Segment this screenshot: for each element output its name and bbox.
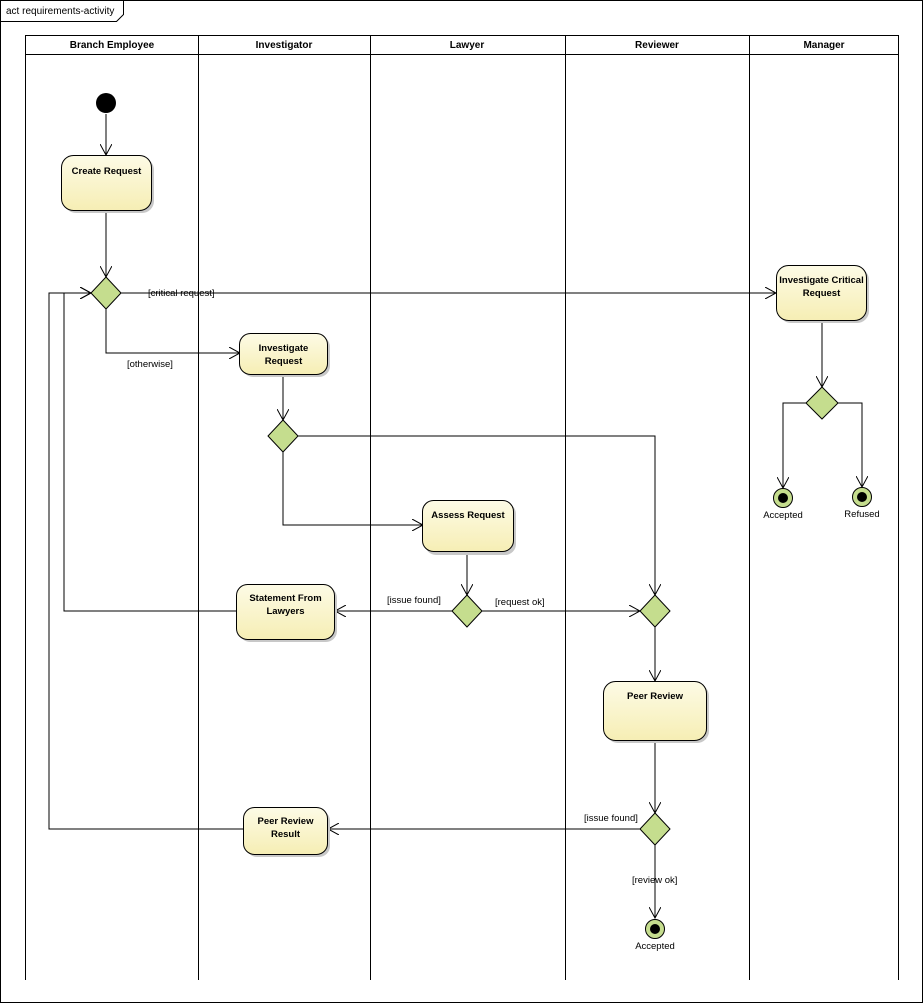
- decision-critical-or-otherwise[interactable]: [90, 276, 122, 310]
- action-statement-from-lawyers[interactable]: Statement From Lawyers: [236, 584, 338, 643]
- action-label: Request: [803, 288, 841, 299]
- decision-nodes: [90, 276, 839, 846]
- action-peer-review[interactable]: Peer Review: [603, 681, 710, 744]
- lane-title-lawyer: Lawyer: [450, 40, 485, 51]
- action-label: Peer Review: [627, 691, 684, 702]
- guard-review-ok: [review ok]: [632, 875, 677, 886]
- swimlanes: Branch Employee Investigator Lawyer Revi…: [25, 35, 899, 980]
- final-label-reviewer-accepted: Accepted: [635, 941, 675, 952]
- action-create-request[interactable]: Create Request: [61, 155, 155, 214]
- guard-request-ok: [request ok]: [495, 597, 545, 608]
- guard-issue-found-lawyer: [issue found]: [387, 595, 441, 606]
- action-label: Request: [265, 356, 303, 367]
- final-node-reviewer-accepted[interactable]: [645, 919, 665, 939]
- guard-critical-request: [critical request]: [148, 288, 215, 299]
- guard-otherwise: [otherwise]: [127, 359, 173, 370]
- flow-manager-refused: [838, 402, 862, 487]
- action-label: Result: [271, 829, 301, 840]
- decision-investigation-outcome[interactable]: [267, 419, 299, 453]
- control-flows: [48, 114, 862, 918]
- final-node-manager-refused[interactable]: [852, 487, 872, 507]
- action-peer-review-result[interactable]: Peer Review Result: [243, 807, 331, 858]
- flow-manager-accepted: [783, 402, 806, 488]
- action-investigate-request[interactable]: Investigate Request: [239, 333, 331, 378]
- flow-otherwise: [105, 309, 240, 353]
- flow-to-assess-request: [282, 452, 423, 525]
- decision-manager-outcome[interactable]: [805, 386, 839, 420]
- frame-title: act requirements-activity: [6, 6, 114, 17]
- flow-to-reviewer-merge: [298, 435, 655, 595]
- action-label: Peer Review: [258, 816, 315, 827]
- action-label: Investigate Critical: [779, 275, 863, 286]
- decision-review-outcome[interactable]: [639, 812, 671, 846]
- guard-issue-found-reviewer: [issue found]: [584, 813, 638, 824]
- flow-result-loop-back: [48, 293, 243, 830]
- action-label: Statement From: [249, 593, 321, 604]
- action-investigate-critical-request[interactable]: Investigate Critical Request: [776, 265, 870, 324]
- initial-node[interactable]: [96, 93, 116, 113]
- final-label-manager-accepted: Accepted: [763, 510, 803, 521]
- final-node-manager-accepted[interactable]: [773, 488, 793, 508]
- final-label-manager-refused: Refused: [844, 509, 879, 520]
- action-label: Lawyers: [266, 606, 304, 617]
- action-label: Assess Request: [431, 510, 505, 521]
- lane-title-reviewer: Reviewer: [635, 40, 679, 51]
- lane-title-branch-employee: Branch Employee: [70, 40, 155, 51]
- action-label: Investigate: [259, 343, 309, 354]
- lane-title-investigator: Investigator: [256, 40, 313, 51]
- action-assess-request[interactable]: Assess Request: [422, 500, 517, 556]
- merge-reviewer-input[interactable]: [639, 594, 671, 628]
- action-label: Create Request: [72, 166, 143, 177]
- decision-assessment-outcome[interactable]: [451, 594, 483, 628]
- lane-title-manager: Manager: [803, 40, 844, 51]
